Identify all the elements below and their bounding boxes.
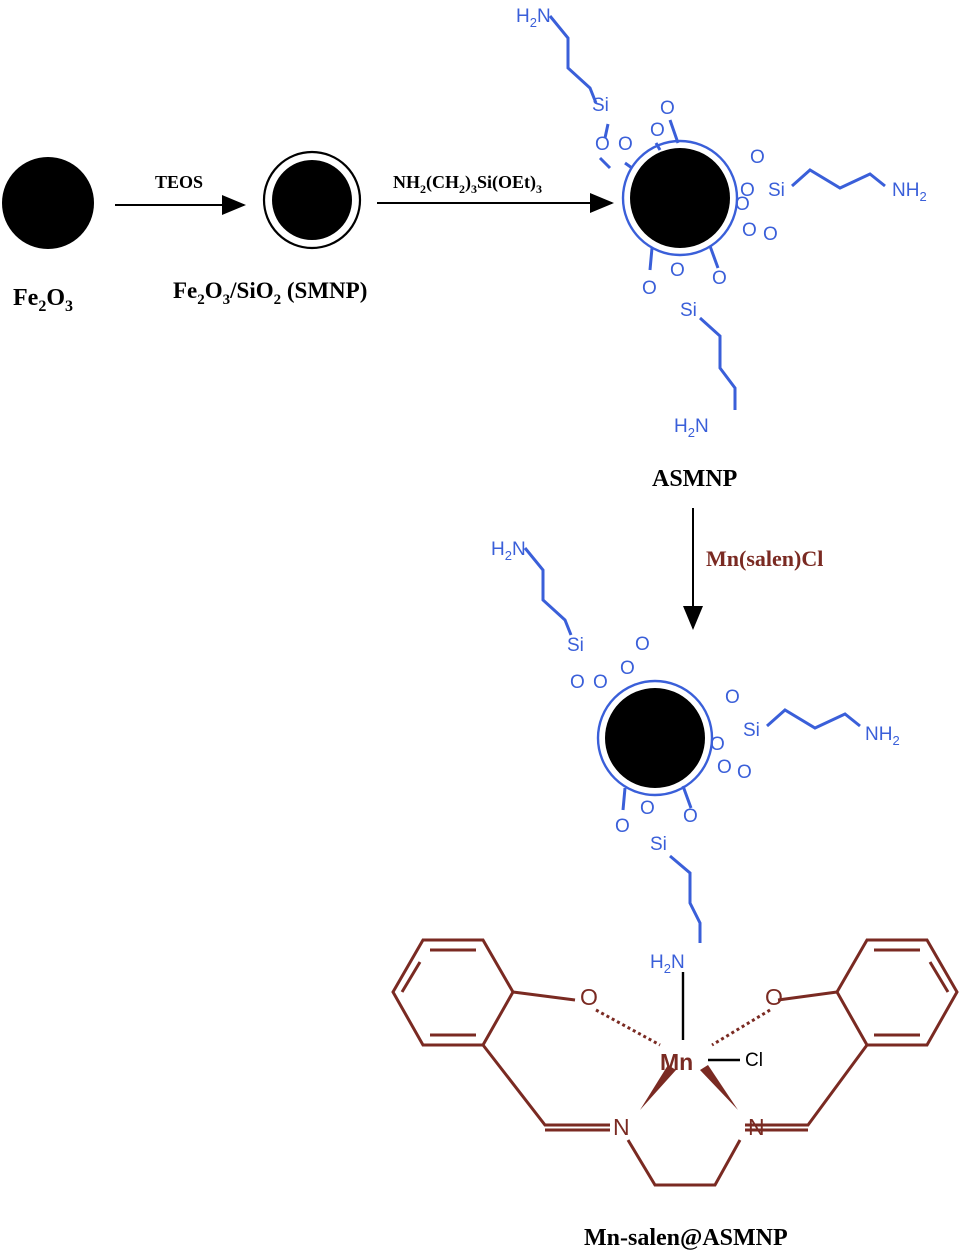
svg-text:O: O <box>635 634 650 655</box>
svg-text:O: O <box>595 134 610 155</box>
svg-text:H2N: H2N <box>674 416 709 440</box>
svg-text:N: N <box>748 1114 765 1140</box>
svg-text:O: O <box>642 278 657 299</box>
fe2o3-label: Fe2O3 <box>13 285 73 315</box>
svg-text:Cl: Cl <box>745 1050 763 1071</box>
svg-text:O: O <box>650 120 665 141</box>
svg-text:Si: Si <box>768 180 785 201</box>
svg-text:O: O <box>618 134 633 155</box>
svg-text:O: O <box>742 220 757 241</box>
aptes-reagent: NH2(CH2)3Si(OEt)3 <box>393 172 542 196</box>
mnsalen-reagent: Mn(salen)Cl <box>706 546 823 571</box>
svg-text:O: O <box>763 224 778 245</box>
svg-text:Mn: Mn <box>660 1049 693 1075</box>
svg-text:O: O <box>593 672 608 693</box>
svg-text:O: O <box>580 984 598 1010</box>
smnp-label: Fe2O3/SiO2 (SMNP) <box>173 278 367 308</box>
svg-text:O: O <box>640 798 655 819</box>
svg-text:Si: Si <box>650 834 667 855</box>
svg-text:O: O <box>670 260 685 281</box>
asmnp-label: ASMNP <box>652 466 737 492</box>
svg-text:O: O <box>683 806 698 827</box>
svg-text:Si: Si <box>592 95 609 116</box>
svg-text:O: O <box>765 984 783 1010</box>
svg-text:O: O <box>712 268 727 289</box>
fe2o3-particle <box>2 157 94 249</box>
smnp-core <box>272 160 352 240</box>
svg-text:NH2: NH2 <box>865 724 900 748</box>
final-asmnp-particle: H2N Si O O O O O Si O O O NH2 O O O Si H… <box>491 539 900 976</box>
final-label: Mn-salen@ASMNP <box>584 1225 788 1251</box>
svg-text:H2N: H2N <box>491 539 526 563</box>
svg-text:H2N: H2N <box>650 952 685 976</box>
svg-text:Si: Si <box>743 720 760 741</box>
svg-text:Si: Si <box>680 300 697 321</box>
svg-text:O: O <box>717 757 732 778</box>
svg-text:O: O <box>750 147 765 168</box>
svg-text:Si: Si <box>567 635 584 656</box>
svg-text:O: O <box>740 180 755 201</box>
svg-text:N: N <box>613 1114 630 1140</box>
asmnp-particle: H2N Si O O O O O Si O O O O NH2 O O O Si… <box>516 6 927 440</box>
svg-text:O: O <box>615 816 630 837</box>
svg-text:O: O <box>570 672 585 693</box>
svg-text:NH2: NH2 <box>892 180 927 204</box>
svg-text:O: O <box>735 194 750 215</box>
teos-reagent: TEOS <box>155 172 203 192</box>
svg-text:O: O <box>620 658 635 679</box>
svg-text:H2N: H2N <box>516 6 551 30</box>
svg-text:O: O <box>710 734 725 755</box>
svg-text:O: O <box>737 762 752 783</box>
svg-text:O: O <box>660 98 675 119</box>
mn-salen-complex: O O Mn Cl N N <box>391 938 959 1187</box>
svg-text:O: O <box>725 687 740 708</box>
